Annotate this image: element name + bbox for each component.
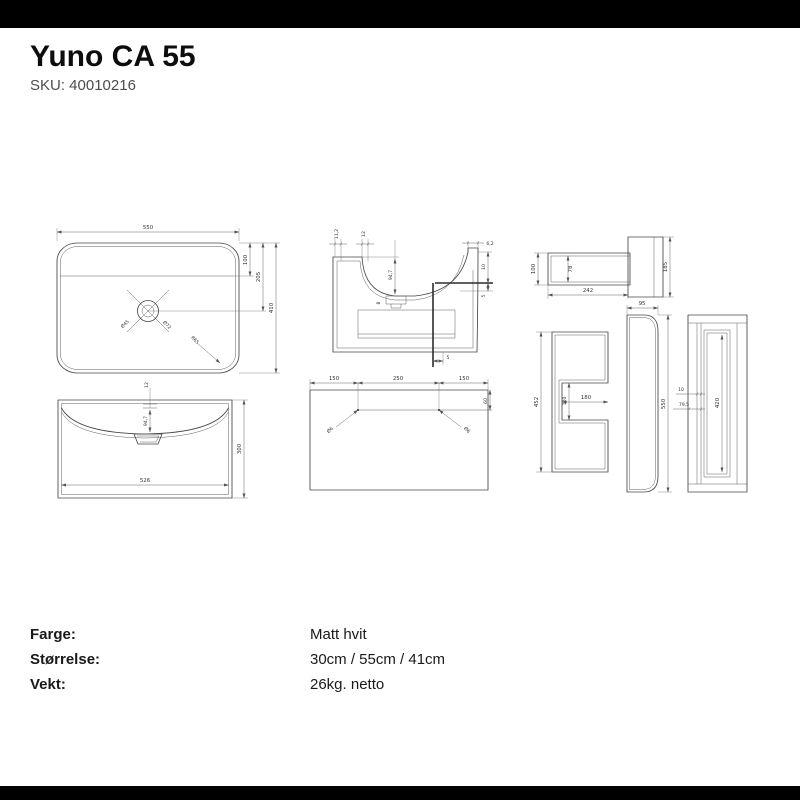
bracket-side-view-drawing: 452 180 100 95 550 [534, 301, 672, 493]
dim-drain-height: 8 [376, 301, 382, 304]
spec-value-weight: 26kg. netto [310, 676, 385, 693]
dim-bracket-length: 185 [663, 262, 669, 272]
dim-wall: 11,2 [334, 229, 340, 239]
dim-bracket-height: 452 [534, 397, 540, 407]
side-view-drawing: 420 10 79,5 [673, 314, 748, 493]
dim-hole-offset: 60 [483, 398, 489, 404]
front-view-drawing: 12 94,7 526 300 [57, 382, 248, 499]
dim-edge: 10 [481, 264, 487, 270]
spec-row-color: Farge: Matt hvit [30, 626, 770, 643]
dim-lip: 6,2 [486, 241, 493, 247]
dim-front-basin-depth: 94,7 [143, 416, 149, 426]
dim-bracket-depth: 100 [531, 263, 537, 274]
bracket-top-view-drawing: 100 78 242 185 [531, 236, 674, 299]
spec-row-weight: Vekt: 26kg. netto [30, 676, 770, 693]
dim-rim: 12 [361, 231, 367, 237]
dim-bracket-inner-depth: 78 [568, 265, 574, 272]
dim-front-inner-width: 526 [140, 478, 151, 484]
dim-side-lip: 10 [678, 387, 684, 393]
top-view-drawing: Ø45 Ø72 R65 550 100 205 410 [56, 225, 280, 374]
dim-corner-radius: R65 [189, 335, 200, 346]
page-title: Yuno CA 55 [30, 40, 196, 73]
dim-back-center: 250 [393, 376, 404, 382]
spec-table: Farge: Matt hvit Størrelse: 30cm / 55cm … [30, 626, 770, 701]
spec-value-color: Matt hvit [310, 626, 367, 643]
dim-front: 100 [243, 254, 249, 265]
back-view-drawing: 150 250 150 60 Ø6 Ø6 [309, 376, 492, 491]
sku-label: SKU: 40010216 [30, 77, 136, 94]
spec-label-weight: Vekt: [30, 676, 66, 693]
dim-basin-depth: 94,7 [388, 270, 394, 280]
dim-side-inner-height: 420 [715, 397, 721, 408]
dim-slot-width: 180 [581, 395, 592, 401]
dim-slot-height: 100 [562, 397, 568, 406]
bottom-black-bar [0, 786, 800, 800]
dim-profile-width: 95 [639, 301, 646, 307]
dim-depth: 410 [269, 302, 275, 313]
top-black-bar [0, 0, 800, 28]
dim-center: 205 [256, 272, 262, 282]
spec-row-size: Størrelse: 30cm / 55cm / 41cm [30, 651, 770, 668]
dim-ledge: 5 [481, 294, 487, 297]
header: Yuno CA 55 SKU: 40010216 [30, 40, 196, 94]
dim-hole-left: Ø6 [325, 425, 335, 435]
dim-hole-right: Ø6 [462, 425, 472, 435]
section-view-drawing: 8 11,2 12 94,7 6,2 10 5 5 [329, 229, 494, 367]
technical-drawings: Ø45 Ø72 R65 550 100 205 410 8 [56, 225, 748, 499]
spec-label-color: Farge: [30, 626, 76, 643]
dim-back-left: 150 [329, 376, 340, 382]
spec-label-size: Størrelse: [30, 651, 101, 668]
dim-side-offset: 79,5 [679, 402, 689, 408]
dim-width: 550 [143, 225, 154, 231]
dim-profile-height: 550 [661, 398, 667, 409]
dim-drain-large: Ø72 [161, 319, 173, 331]
dim-back-right: 150 [459, 376, 470, 382]
dim-front-height: 300 [237, 443, 243, 454]
dim-bracket-width: 242 [583, 288, 593, 294]
dim-drain-small: Ø45 [119, 318, 131, 330]
dim-foot: 5 [447, 355, 450, 361]
spec-value-size: 30cm / 55cm / 41cm [310, 651, 446, 668]
dim-front-rim: 12 [144, 382, 150, 388]
